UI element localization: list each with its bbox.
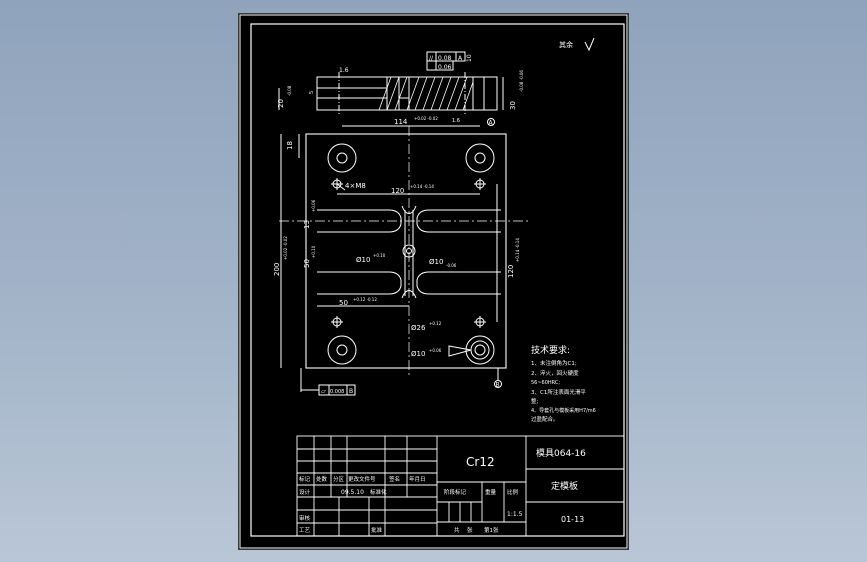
dim-phi10-left: Ø10 <box>356 256 370 264</box>
svg-text:+0.06: +0.06 <box>311 199 316 212</box>
svg-text:+0.10: +0.10 <box>311 245 316 258</box>
svg-text:-0.08: -0.08 <box>287 85 292 96</box>
dim-50-bottom: 50 <box>339 299 348 307</box>
tech-req-title: 技术要求: <box>531 344 570 356</box>
svg-text:签名: 签名 <box>389 475 400 483</box>
title-block-text: 标记 处数 分区 更改文件号 签名 年月日 设计 09.5.10 标准化 审核 … <box>299 448 586 534</box>
svg-text:+0.14 -0.14: +0.14 -0.14 <box>410 184 434 189</box>
dim-13: 13 <box>303 220 311 229</box>
svg-text:5: 5 <box>309 91 315 94</box>
svg-text:+0.02 -0.02: +0.02 -0.02 <box>414 116 438 121</box>
part-name: 定模板 <box>551 480 578 492</box>
roughness-label: 1.6 <box>339 67 349 74</box>
datum-a-marker <box>487 118 495 126</box>
svg-text:0.06: 0.06 <box>438 64 452 71</box>
tolerance-frame: // 0.08 A 0.06 <box>426 51 466 71</box>
svg-text:设计: 设计 <box>299 488 311 496</box>
dim-phi10-bottom: Ø10 <box>411 350 425 358</box>
svg-text:10: 10 <box>466 54 473 62</box>
svg-text:A: A <box>489 120 494 127</box>
drawing-sheet: 其余 1.6 // 0.08 A 0.06 10 30 -0.08 -0. <box>238 13 629 550</box>
svg-text:重量: 重量 <box>485 488 497 496</box>
svg-text:+0.14 -0.14: +0.14 -0.14 <box>515 238 520 262</box>
material-label: Cr12 <box>466 455 495 469</box>
dim-120-right: 120 <box>507 265 515 278</box>
svg-text:标记: 标记 <box>299 475 311 483</box>
svg-text:1:1.5: 1:1.5 <box>507 511 523 518</box>
svg-text:审核: 审核 <box>299 514 311 522</box>
svg-text:阶段标记: 阶段标记 <box>444 488 467 496</box>
svg-text:比例: 比例 <box>507 488 519 496</box>
svg-text:标准化: 标准化 <box>370 488 387 496</box>
svg-text:-0.08 -0.06: -0.08 -0.06 <box>519 70 524 92</box>
svg-text:0.08: 0.08 <box>438 55 452 62</box>
svg-text:处数: 处数 <box>316 475 328 483</box>
svg-text:共: 共 <box>454 526 460 534</box>
svg-text:▱: ▱ <box>321 388 326 395</box>
svg-text:-0.06: -0.06 <box>446 263 457 268</box>
svg-text:整;: 整; <box>531 397 539 405</box>
svg-text:过盈配合。: 过盈配合。 <box>531 415 559 423</box>
title-block <box>296 435 625 537</box>
outer-frame <box>239 14 628 549</box>
svg-text:+0.10: +0.10 <box>373 253 386 258</box>
svg-text:B: B <box>496 382 500 389</box>
svg-text:0.008: 0.008 <box>330 389 344 395</box>
dim-114: 114 <box>394 118 408 126</box>
part-code: 01-13 <box>561 515 584 524</box>
svg-text:+0.02 -0.02: +0.02 -0.02 <box>283 236 288 260</box>
datum-b-marker <box>494 380 502 388</box>
svg-text:+0.12: +0.12 <box>429 321 442 326</box>
dim-200: 200 <box>273 263 281 276</box>
svg-text:工艺: 工艺 <box>299 527 311 534</box>
surface-finish-label: 其余 <box>559 40 573 49</box>
hatch-region <box>378 76 474 111</box>
plan-view <box>279 126 529 376</box>
svg-text:56~60HRC;: 56~60HRC; <box>531 380 560 386</box>
dim-step: 20 <box>277 99 285 108</box>
svg-text:1.6: 1.6 <box>452 118 460 124</box>
svg-text:2、淬火，回火硬度: 2、淬火，回火硬度 <box>531 369 579 377</box>
svg-text:09.5.10: 09.5.10 <box>341 489 364 496</box>
dim-phi10-right: Ø10 <box>429 258 443 266</box>
svg-text:年月日: 年月日 <box>409 475 426 483</box>
dim-18: 18 <box>286 141 294 150</box>
svg-text:+0.06: +0.06 <box>429 348 442 353</box>
dim-phi26: Ø26 <box>411 324 426 332</box>
svg-text:A: A <box>458 55 463 62</box>
section-view <box>316 72 498 114</box>
svg-text:3、C1所注表面光滑平: 3、C1所注表面光滑平 <box>531 388 586 396</box>
svg-text:B: B <box>349 388 353 395</box>
svg-text:第1张: 第1张 <box>484 526 499 534</box>
flatness-frame: ▱ 0.008 B <box>318 384 356 396</box>
cad-drawing: 其余 1.6 // 0.08 A 0.06 10 30 -0.08 -0. <box>239 14 628 549</box>
svg-text:更改文件号: 更改文件号 <box>348 475 376 483</box>
tech-requirements: 技术要求: 1、未注倒角为C1; 2、淬火，回火硬度 56~60HRC; 3、C… <box>531 344 596 423</box>
svg-text:4、导套孔与模板采用H7/m6: 4、导套孔与模板采用H7/m6 <box>531 407 596 414</box>
svg-text:张: 张 <box>467 526 473 534</box>
dim-thickness: 30 <box>509 101 517 110</box>
svg-text:+0.12 -0.12: +0.12 -0.12 <box>353 297 377 302</box>
roughness-symbol-icon <box>584 37 595 52</box>
svg-text:批准: 批准 <box>371 526 383 534</box>
inner-frame <box>250 23 625 537</box>
drawing-number: 模具064-16 <box>536 448 586 459</box>
svg-text://: // <box>429 55 434 62</box>
svg-text:分区: 分区 <box>333 475 345 483</box>
dim-120-top: 120 <box>391 187 404 195</box>
svg-text:1、未注倒角为C1;: 1、未注倒角为C1; <box>531 359 577 367</box>
dim-4xm8: 4×M8 <box>345 182 366 190</box>
dim-50-left: 50 <box>303 259 311 268</box>
